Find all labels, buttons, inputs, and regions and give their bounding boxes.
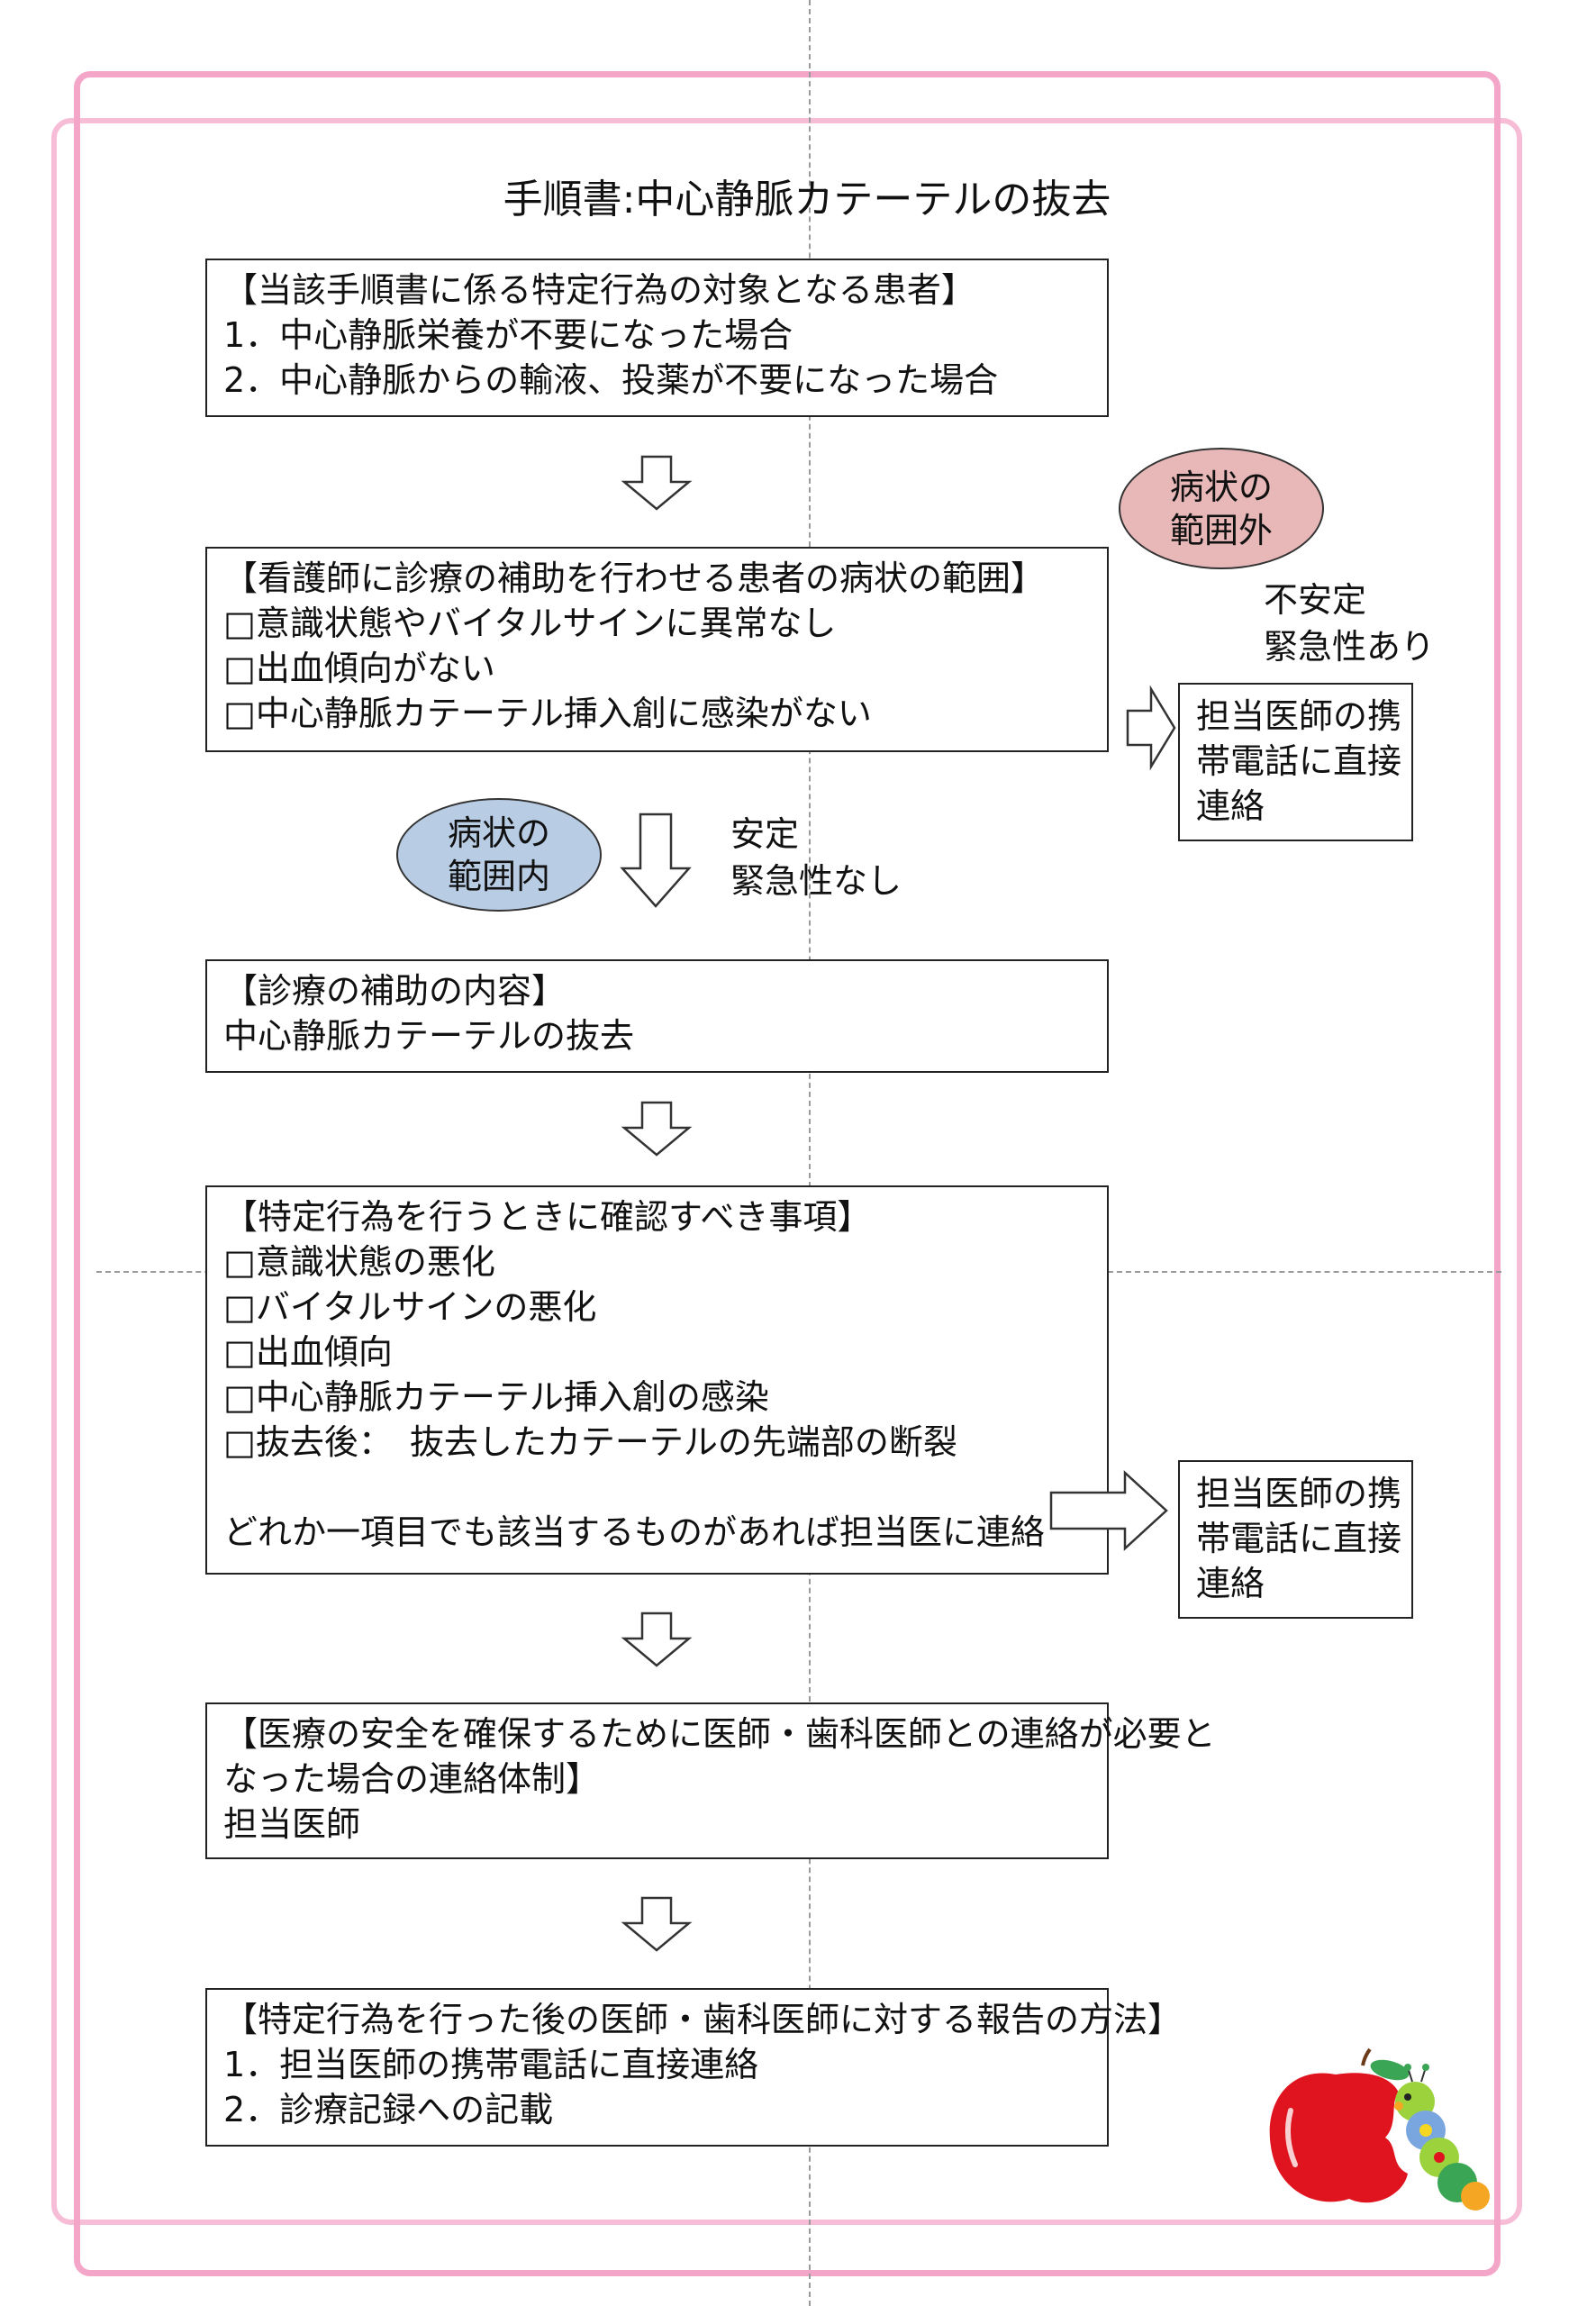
page-frame-inner (74, 71, 1501, 2276)
box-heading: 【特定行為を行った後の医師・歯科医師に対する報告の方法】 (223, 2000, 1183, 2039)
list-item: 2．診療記録への記載 (223, 2090, 554, 2129)
out-of-range-oval: 病状の 範囲外 (1119, 448, 1324, 569)
page-title: 手順書:中心静脈カテーテルの抜去 (503, 177, 1111, 222)
condition-range-box: 【看護師に診療の補助を行わせる患者の病状の範囲】 □意識状態やバイタルサインに異… (205, 547, 1109, 752)
box-heading: 【診療の補助の内容】 (223, 971, 567, 1011)
down-arrow-icon (621, 455, 693, 511)
down-arrow-icon (620, 813, 692, 908)
box-line: 連絡 (1196, 786, 1265, 826)
oval-text: 病状の (1169, 467, 1273, 507)
box-heading: なった場合の連絡体制】 (223, 1759, 601, 1799)
oval-text: 範囲内 (447, 857, 550, 896)
stable-label: 安定 緊急性なし (730, 811, 902, 904)
checklist-item: □意識状態の悪化 (223, 1242, 495, 1282)
box-line: 担当医師の携 (1196, 696, 1402, 736)
in-range-oval: 病状の 範囲内 (396, 798, 602, 912)
label-line: 緊急性あり (1264, 627, 1436, 667)
down-arrow-icon (621, 1101, 693, 1157)
checklist-item: □意識状態やバイタルサインに異常なし (223, 604, 837, 643)
checklist-item: □バイタルサインの悪化 (223, 1287, 597, 1327)
checklist-item: □出血傾向 (223, 1332, 393, 1372)
report-method-box: 【特定行為を行った後の医師・歯科医師に対する報告の方法】 1．担当医師の携帯電話… (205, 1988, 1183, 2147)
contact-doctor-box: 担当医師の携 帯電話に直接 連絡 (1178, 1460, 1413, 1619)
box-heading: 【看護師に診療の補助を行わせる患者の病状の範囲】 (223, 558, 1046, 598)
box-line: 担当医師 (223, 1804, 361, 1844)
box-footer: どれか一項目でも該当するものがあれば担当医に連絡 (223, 1512, 1046, 1552)
box-line: 担当医師の携 (1196, 1474, 1402, 1513)
label-line: 安定 (730, 814, 800, 854)
box-line: 連絡 (1196, 1564, 1265, 1603)
checklist-item: □中心静脈カテーテル挿入創に感染がない (223, 694, 872, 733)
checklist-item: □出血傾向がない (223, 649, 495, 688)
oval-text: 範囲外 (1169, 510, 1273, 550)
page-frame-outer (51, 118, 1522, 2225)
box-heading: 【特定行為を行うときに確認すべき事項】 (223, 1197, 872, 1237)
box-line: 中心静脈カテーテルの抜去 (223, 1016, 635, 1056)
box-line: 帯電話に直接 (1196, 1519, 1402, 1558)
list-item: 1．担当医師の携帯電話に直接連絡 (223, 2045, 759, 2084)
box-heading: 【当該手順書に係る特定行為の対象となる患者】 (223, 270, 975, 310)
right-arrow-icon (1126, 685, 1176, 771)
list-item: 2．中心静脈からの輸液、投薬が不要になった場合 (223, 360, 999, 400)
contact-system-box: 【医療の安全を確保するために医師・歯科医師との連絡が必要と なった場合の連絡体制… (205, 1702, 1216, 1859)
unstable-label: 不安定 緊急性あり (1264, 576, 1435, 670)
checklist-item: □中心静脈カテーテル挿入創の感染 (223, 1377, 769, 1417)
down-arrow-icon (621, 1896, 693, 1952)
label-line: 緊急性なし (730, 861, 902, 901)
box-line: 帯電話に直接 (1196, 741, 1402, 781)
contact-doctor-box: 担当医師の携 帯電話に直接 連絡 (1178, 683, 1413, 841)
box-heading: 【医療の安全を確保するために医師・歯科医師との連絡が必要と (223, 1714, 1216, 1754)
target-patient-box: 【当該手順書に係る特定行為の対象となる患者】 1．中心静脈栄養が不要になった場合… (205, 259, 1109, 417)
oval-text: 病状の (447, 813, 550, 853)
right-arrow-icon (1049, 1470, 1168, 1551)
checklist-item: □抜去後： 抜去したカテーテルの先端部の断裂 (223, 1422, 957, 1462)
care-content-box: 【診療の補助の内容】 中心静脈カテーテルの抜去 (205, 959, 1109, 1073)
down-arrow-icon (621, 1611, 693, 1667)
apple-caterpillar-illustration (1269, 2047, 1490, 2211)
list-item: 1．中心静脈栄養が不要になった場合 (223, 315, 793, 355)
center-guide-vertical (809, 0, 811, 2306)
label-line: 不安定 (1264, 580, 1367, 620)
check-items-box: 【特定行為を行うときに確認すべき事項】 □意識状態の悪化 □バイタルサインの悪化… (205, 1185, 1109, 1575)
